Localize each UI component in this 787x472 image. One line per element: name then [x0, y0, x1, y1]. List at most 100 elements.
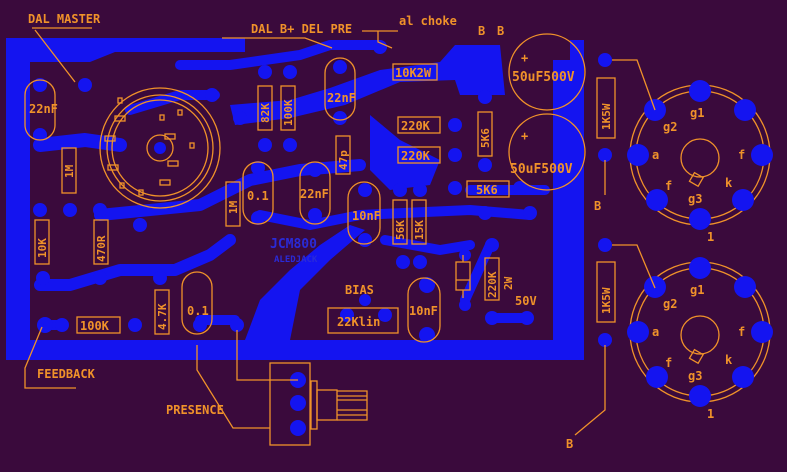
- pcb-shape: [335, 135, 351, 175]
- pcb-shape: [627, 321, 649, 343]
- pcb-shape: [280, 85, 296, 131]
- pcb-shape: [392, 63, 438, 81]
- label-r-100k-v: 100K: [282, 99, 295, 126]
- pcb-shape: [689, 257, 711, 279]
- label-a: a: [652, 325, 659, 339]
- pcb-shape: [337, 390, 368, 421]
- pcb-shape: [407, 277, 441, 343]
- label-a: a: [652, 148, 659, 162]
- label-r-470r: 470R: [95, 235, 108, 262]
- label-b-1: B: [478, 24, 485, 38]
- pcb-shape: [154, 142, 166, 154]
- pcb-shape: [689, 80, 711, 102]
- label-presence: PRESENCE: [166, 403, 224, 417]
- label-g1: g1: [690, 283, 704, 297]
- pcb-shape: [448, 181, 462, 195]
- pcb-shape: [290, 420, 306, 436]
- pcb-shape: [411, 199, 427, 245]
- pcb-shape: [466, 180, 510, 198]
- pcb-shape: [734, 276, 756, 298]
- pcb-shape: [104, 135, 116, 142]
- label-r-5k6-h: 5K6: [476, 183, 498, 197]
- pcb-shape: [138, 189, 144, 196]
- pcb-shape: [327, 307, 399, 334]
- pcb-shape: [128, 318, 142, 332]
- trace: [380, 235, 475, 255]
- label-g2: g2: [663, 297, 677, 311]
- pcb-shape: [477, 111, 493, 157]
- capacitor-0.1-a: 0.1: [242, 161, 274, 225]
- pcb-shape: [164, 133, 176, 140]
- copper-layer: [6, 38, 612, 436]
- label-dal-master: DAL MASTER: [28, 12, 101, 26]
- pcb-shape: [78, 78, 92, 92]
- pcb-shape: [734, 99, 756, 121]
- pcb-shape: [478, 206, 492, 220]
- pcb-shape: [508, 33, 586, 111]
- pcb-shape: [308, 163, 322, 177]
- resistor-10k: 10K: [34, 219, 50, 265]
- pcb-shape: [333, 60, 347, 74]
- resistor-5k6-h: 5K6: [466, 180, 510, 198]
- label-r-82k: 82K: [259, 103, 272, 123]
- resistor-15k: 15K: [411, 199, 427, 245]
- pcb-shape: [119, 182, 125, 189]
- pcb-shape: [627, 144, 649, 166]
- pcb-shape: [37, 317, 53, 333]
- pcb-shape: [340, 308, 354, 322]
- pcb-shape: [732, 366, 754, 388]
- label-c-01-b: 0.1: [187, 304, 209, 318]
- pcb-shape: [93, 203, 107, 217]
- pcb-shape: [167, 160, 179, 167]
- label-50v: 50V: [515, 294, 537, 308]
- pcb-shape: [117, 97, 123, 104]
- pcb-shape: [93, 271, 107, 285]
- label-r-10k: 10K: [36, 238, 49, 258]
- pcb-shape: [269, 362, 311, 446]
- pcb-shape: [347, 181, 381, 245]
- label-c-10nf-b: 10nF: [409, 304, 438, 318]
- pcb-shape: [396, 255, 410, 269]
- resistor-4.7k: 4.7K: [154, 289, 170, 335]
- pcb-shape: [154, 289, 170, 335]
- leader-line: [196, 330, 298, 429]
- pcb-shape: [33, 128, 47, 142]
- pcb-shape: [478, 158, 492, 172]
- capacitor-22nf-c: 22nF: [299, 161, 331, 225]
- label-r-1m-a: 1M: [63, 164, 76, 178]
- label-f: f: [738, 325, 745, 339]
- leader-line: [24, 326, 76, 389]
- pcb-shape: [225, 181, 241, 227]
- pcb-shape: [106, 94, 214, 202]
- pcb-shape: [258, 65, 272, 79]
- label-one: 1: [707, 230, 714, 244]
- label-plus: +: [521, 51, 528, 65]
- label-r-1k5w-b: 1K5W: [600, 287, 613, 314]
- pcb-shape: [93, 219, 109, 265]
- power-tube-socket-1: g1 g2 a f f g3 k 1: [627, 80, 773, 244]
- pcb-shape: [33, 203, 47, 217]
- pcb-shape: [378, 308, 392, 322]
- pcb-shape: [181, 271, 213, 335]
- label-al-choke: al choke: [399, 14, 457, 28]
- pcb-shape: [751, 144, 773, 166]
- pcb-shape: [448, 148, 462, 162]
- label-dal-bplus: DAL B+ DEL PRE: [251, 22, 352, 36]
- pcb-shape: [358, 233, 372, 247]
- capacitor-47p: 47p: [335, 135, 351, 175]
- pcb-shape: [485, 311, 499, 325]
- resistor-1k5w-b: 1K5W: [596, 261, 616, 323]
- pcb-shape: [193, 318, 207, 332]
- resistor-100k-v: 100K: [280, 85, 296, 131]
- capacitor-10nf-a: 10nF: [347, 181, 381, 245]
- label-b-2: B: [497, 24, 504, 38]
- preamp-tube-socket: [99, 87, 221, 209]
- pcb-shape: [459, 299, 471, 311]
- pcb-shape: [478, 90, 492, 104]
- resistor-220k-a: 220K: [397, 116, 441, 134]
- pcb-shape: [513, 181, 527, 195]
- leader-line: [362, 30, 398, 49]
- pcb-shape: [413, 183, 427, 197]
- bplus-trace: [230, 45, 505, 125]
- pcb-shape: [393, 183, 407, 197]
